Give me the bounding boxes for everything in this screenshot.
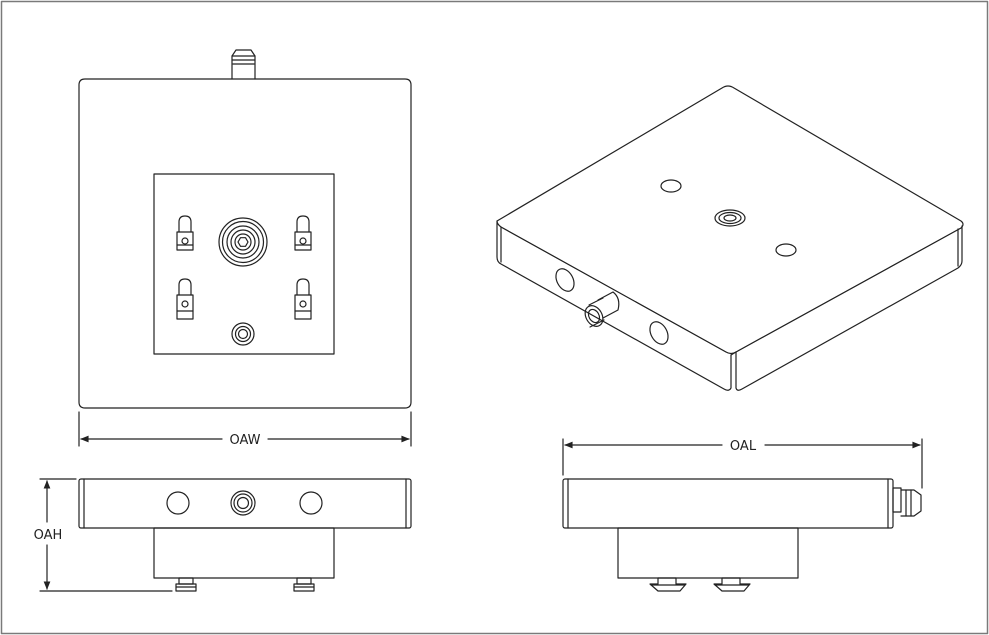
iso-right-face <box>735 225 963 391</box>
oal-dimension: OAL <box>562 438 923 489</box>
side-clamp-left <box>649 577 687 592</box>
front-port-center <box>230 490 256 516</box>
front-clamp-left <box>175 577 197 592</box>
clamp-bottom-right <box>294 278 312 320</box>
iso-top-hole-2 <box>775 243 797 257</box>
front-port-right <box>299 491 323 515</box>
iso-top-coupling <box>714 209 746 227</box>
iso-side-fitting <box>584 291 620 328</box>
oah-label: OAH <box>34 528 63 543</box>
side-clamp-right <box>713 577 751 592</box>
iso-left-face <box>496 220 732 391</box>
iso-top-face <box>496 85 964 355</box>
clamp-top-left <box>176 215 194 251</box>
iso-side-port-2 <box>649 321 669 345</box>
iso-side-port-1 <box>555 268 575 292</box>
clamp-bottom-left <box>176 278 194 320</box>
iso-top-hole-1 <box>660 179 682 193</box>
oal-label: OAL <box>730 439 757 454</box>
front-plate <box>78 478 412 529</box>
oaw-dimension: OAW <box>78 411 412 448</box>
oah-dimension: OAH <box>34 478 173 592</box>
side-plate <box>562 478 894 529</box>
oaw-label: OAW <box>229 433 260 448</box>
front-module <box>153 527 335 579</box>
central-coupling <box>218 217 268 267</box>
side-view: OAL <box>562 438 923 592</box>
isometric-view <box>496 85 964 391</box>
air-fitting <box>231 49 256 80</box>
front-port-left <box>166 491 190 515</box>
side-module <box>617 527 799 579</box>
side-fitting <box>892 487 922 517</box>
clamp-top-right <box>294 215 312 251</box>
center-module <box>153 173 335 355</box>
front-clamp-right <box>293 577 315 592</box>
small-fitting <box>231 322 255 346</box>
front-view: OAH <box>34 478 412 592</box>
top-view: OAW <box>78 49 412 448</box>
base-plate-outline <box>78 78 412 409</box>
